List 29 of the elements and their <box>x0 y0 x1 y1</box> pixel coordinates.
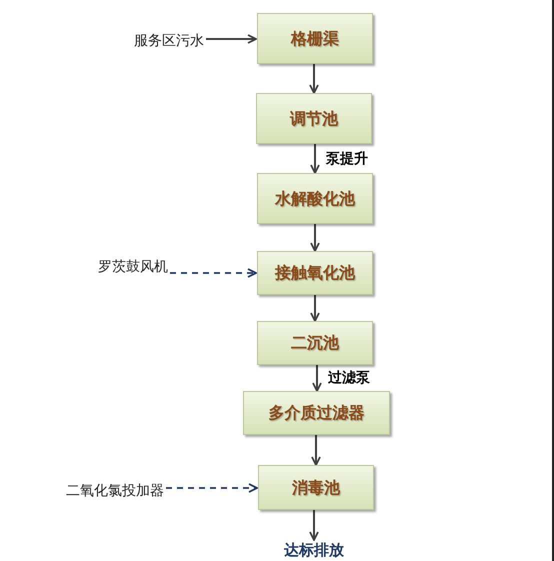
input-label: 服务区污水 <box>108 30 204 52</box>
box-label: 水解酸化池 <box>275 188 355 210</box>
input-label: 罗茨鼓风机 <box>74 256 168 278</box>
arrow <box>310 295 320 322</box>
arrow <box>310 224 320 252</box>
process-box <box>257 251 373 295</box>
arrow <box>310 144 320 174</box>
input-label: 二氧化氯投加器 <box>44 480 164 502</box>
arrow <box>166 483 258 493</box>
box-label: 接触氧化池 <box>275 262 355 284</box>
edge-label: 泵提升 <box>325 148 369 168</box>
arrow <box>309 64 319 94</box>
process-box <box>243 391 390 435</box>
box-label: 调节池 <box>290 108 338 130</box>
box-label: 消毒池 <box>292 476 340 498</box>
process-box <box>256 93 372 144</box>
box-label: 多介质过滤器 <box>268 402 364 424</box>
output-label: 达标排放 <box>272 540 356 560</box>
process-box <box>257 173 373 224</box>
arrow <box>170 268 257 278</box>
box-label: 格栅渠 <box>291 28 339 50</box>
arrow <box>311 435 321 466</box>
process-box <box>257 13 373 64</box>
process-box <box>257 321 373 365</box>
arrow <box>309 510 319 541</box>
arrow <box>206 34 257 44</box>
process-box <box>258 465 374 510</box>
box-label: 二沉池 <box>291 332 339 354</box>
arrow <box>312 365 322 392</box>
